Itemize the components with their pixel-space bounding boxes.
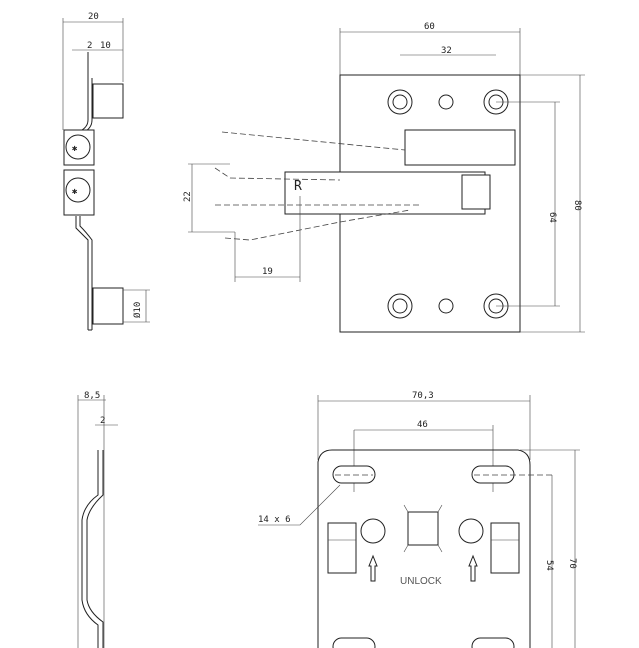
dim-width: 60 bbox=[424, 22, 435, 32]
side-view-top: 20 2 10 ✱ ✱ Ø10 bbox=[62, 12, 150, 331]
side-view-bottom: 8,5 2 bbox=[77, 391, 118, 648]
dim-width: 70,3 bbox=[412, 391, 434, 401]
dim-offset: 19 bbox=[262, 267, 273, 277]
dim-depth: 10 bbox=[100, 41, 111, 51]
dim-slot-vertical: 54 bbox=[544, 560, 554, 571]
front-view-bottom: 70,3 46 14 x 6 54 70 UNLOCK bbox=[258, 391, 580, 648]
screw-cross-icon: ✱ bbox=[72, 187, 78, 197]
screw-cross-icon: ✱ bbox=[72, 144, 78, 154]
dim-width: 20 bbox=[88, 12, 99, 22]
dim-height: 80 bbox=[572, 200, 582, 211]
mark-r: R bbox=[294, 179, 302, 194]
slot-size: 14 x 6 bbox=[258, 515, 291, 525]
arrow-up-icon bbox=[368, 554, 378, 582]
dim-thickness: 2 bbox=[87, 41, 92, 51]
arrow-up-icon bbox=[468, 554, 478, 582]
dim-hole-spacing: 32 bbox=[441, 46, 452, 56]
screw-icon bbox=[65, 177, 91, 203]
dim-diameter: Ø10 bbox=[132, 302, 143, 318]
dim-thickness: 2 bbox=[100, 416, 105, 426]
dim-thickness-total: 8,5 bbox=[84, 391, 100, 401]
screw-icon bbox=[65, 134, 91, 160]
dim-height: 70 bbox=[567, 558, 577, 569]
unlock-label: UNLOCK bbox=[400, 576, 442, 587]
front-view-top: 60 32 64 80 R 22 19 bbox=[183, 22, 585, 333]
dim-hole-vertical: 64 bbox=[547, 212, 557, 223]
dim-swing: 22 bbox=[183, 191, 193, 202]
dim-slot-spacing: 46 bbox=[417, 420, 428, 430]
